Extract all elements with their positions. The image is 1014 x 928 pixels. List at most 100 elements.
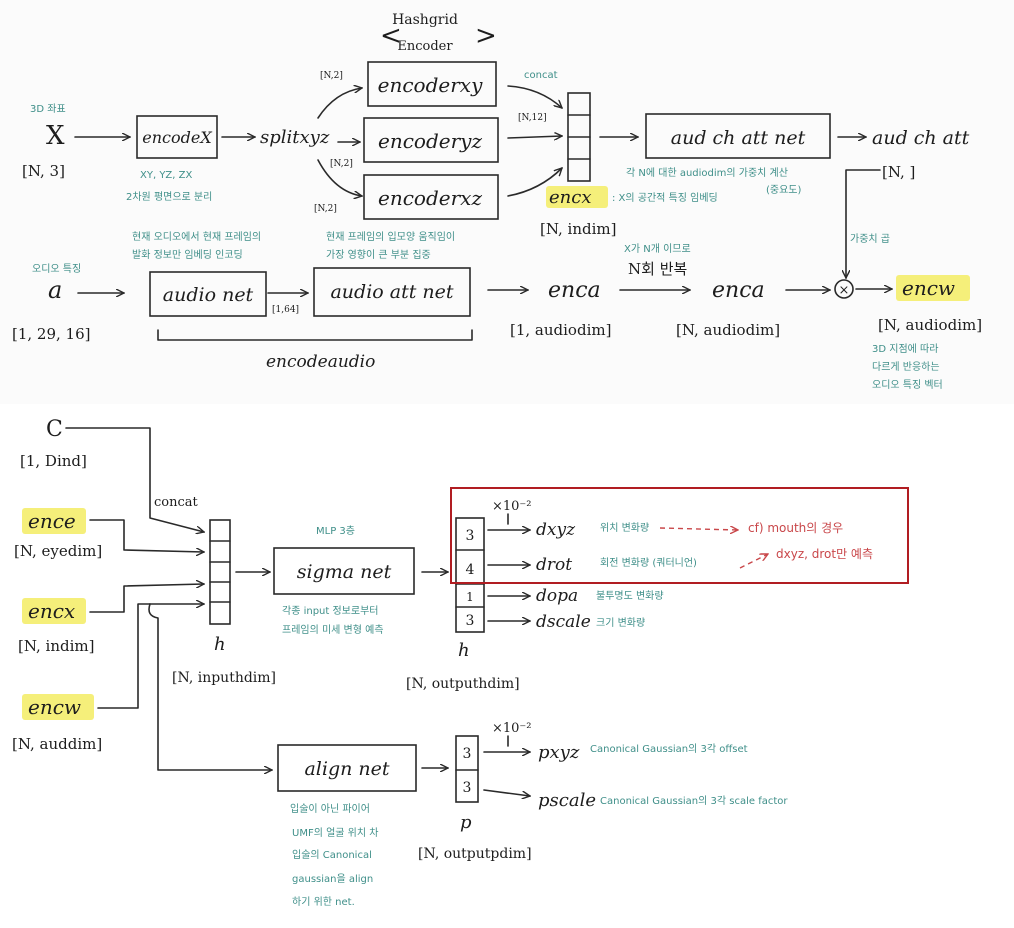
align-note3: 입술의 Canonical (292, 848, 372, 861)
encoder-xy-box (367, 61, 497, 107)
align-note4: gaussian을 align (292, 873, 373, 885)
sigma-note2: 프레임의 미세 변형 예측 (282, 623, 384, 636)
enc-w-note1: 3D 지점에 따라 (872, 343, 938, 355)
multiply-symbol: × (839, 283, 850, 298)
dopa-label: dopa (536, 586, 578, 606)
aud-ch-att-out-shape: [N, ] (882, 163, 915, 181)
h-input-symbol: h (214, 634, 226, 655)
enc-w-shape: [N, audiodim] (878, 316, 982, 334)
p-symbol: p (460, 812, 472, 833)
arrow-xz-concat (507, 168, 562, 197)
encoder-yz-box (363, 117, 499, 163)
hashgrid-bracket-right: > (475, 21, 497, 51)
scale-10-top: ×10⁻² (492, 499, 532, 514)
audio-att-note2: 가장 영향이 큰 부분 집중 (326, 249, 431, 261)
h-out-cell-2: 1 (466, 590, 474, 604)
arrow-weight-down (846, 169, 881, 278)
sigma-net-box (273, 547, 415, 595)
h-out-cell-1: 4 (466, 562, 475, 578)
p-output-vector (455, 735, 479, 803)
arrow-xy-concat (507, 85, 562, 108)
dscale-label: dscale (536, 612, 591, 632)
a-symbol: a (48, 276, 62, 304)
pxyz-note: Canonical Gaussian의 3각 offset (590, 743, 748, 755)
audio-net-box (149, 271, 267, 317)
multiply-node (834, 279, 854, 299)
dscale-note: 크기 변화량 (596, 617, 645, 629)
enc-w-highlight (896, 275, 970, 301)
pscale-label: pscale (538, 790, 596, 811)
concat-label-bottom: concat (154, 495, 199, 510)
enc-w2-highlight (22, 694, 94, 720)
drot-note: 회전 변화량 (쿼터니언) (600, 557, 697, 569)
dopa-note: 불투명도 변화량 (596, 590, 664, 602)
mlp-note: MLP 3층 (316, 525, 355, 537)
enc-e-highlight (22, 508, 86, 534)
c-symbol: C (46, 417, 63, 442)
enc-w-note3: 오디오 특징 벡터 (872, 379, 943, 391)
h-out-cell-3: 3 (466, 613, 475, 629)
c-shape: [1, Dind] (20, 452, 87, 470)
audio-net-note2: 발화 정보만 임베딩 인코딩 (132, 248, 243, 261)
audio-net-note1: 현재 오디오에서 현재 프레임의 (132, 230, 261, 243)
red-note-2: dxyz, drot만 예측 (776, 547, 873, 561)
align-note2: UMF의 얼굴 위치 차 (292, 826, 378, 839)
enc-x2-shape: [N, indim] (18, 637, 95, 655)
enc-w2-label: encw (28, 695, 81, 719)
dxyz-label: dxyz (536, 520, 576, 540)
encode-audio-brace (157, 329, 473, 341)
h-output-vector (455, 517, 485, 633)
encode-x-label: encodeX (142, 128, 212, 147)
dim-n2-a: [N,2] (320, 71, 343, 81)
enc-w2-shape: [N, auddim] (12, 735, 102, 753)
dxyz-note: 위치 변화량 (600, 521, 649, 534)
enc-x-label: encx (549, 187, 591, 208)
line-encx-concat (89, 584, 204, 613)
dim-1-64: [1,64] (272, 305, 299, 315)
h-output-shape: [N, outputhdim] (406, 676, 520, 692)
line-c-concat (65, 427, 204, 532)
enc-a2-shape: [N, audiodim] (676, 321, 780, 339)
scale-10-bottom: ×10⁻² (492, 721, 532, 736)
mouth-highlight-box (450, 487, 909, 584)
enc-e-shape: [N, eyedim] (14, 542, 102, 560)
audio-net-label: audio net (163, 284, 254, 306)
audio-att-net-label: audio att net (330, 281, 453, 303)
align-note1: 입술이 아닌 파이어 (290, 802, 370, 815)
pscale-note: Canonical Gaussian의 3각 scale factor (600, 795, 788, 807)
x-symbol: X (46, 121, 65, 151)
dim-n2-c: [N,2] (314, 204, 337, 214)
p-cell-1: 3 (463, 780, 472, 796)
align-note5: 하기 위한 net. (292, 895, 355, 908)
drot-label: drot (536, 555, 572, 575)
enc-x2-highlight (22, 598, 86, 624)
h-out-cell-0: 3 (466, 528, 475, 544)
encode-x-box (136, 115, 218, 159)
align-net-box (277, 744, 417, 792)
align-net-label: align net (304, 758, 389, 780)
x-shape: [N, 3] (22, 162, 65, 180)
aud-ch-att-out: aud ch att (872, 127, 970, 149)
arrow-pscale (483, 789, 530, 796)
hashgrid-bracket-left: < (380, 21, 402, 51)
p-shape: [N, outputpdim] (418, 846, 532, 862)
line-encw-concat (97, 604, 204, 709)
encode-x-note1: XY, YZ, ZX (140, 170, 192, 181)
aud-ch-att-net-box (645, 113, 831, 159)
enc-a1-label: enca (548, 278, 601, 303)
sigma-net-label: sigma net (297, 561, 392, 583)
enc-x-shape: [N, indim] (540, 220, 617, 238)
sigma-note1: 각종 input 정보로부터 (282, 605, 378, 617)
encode-audio-label: encodeaudio (266, 352, 375, 372)
line-to-align (148, 603, 272, 770)
enc-e-label: ence (28, 509, 76, 533)
encoder-yz-label: encoderyz (378, 129, 482, 153)
p-cell-0: 3 (463, 746, 472, 762)
enc-a1-shape: [1, audiodim] (510, 321, 611, 339)
encoder-xy-label: encoderxy (378, 73, 483, 97)
repeat-note: X가 N개 이므로 (624, 243, 691, 255)
split-label: splitxyz (260, 127, 330, 148)
arrow-split-xz (317, 159, 362, 196)
